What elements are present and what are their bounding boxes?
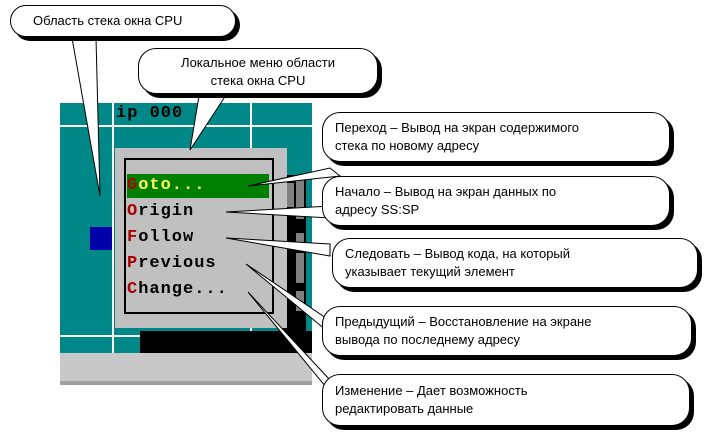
ip-register-readout: ip 000: [116, 104, 184, 123]
menu-frame: [124, 158, 274, 314]
menu-item-hotkey: G: [127, 176, 139, 195]
menu-item-change[interactable]: Change...: [127, 278, 267, 302]
menu-item-origin[interactable]: Origin: [127, 200, 267, 224]
menu-item-previous[interactable]: Previous: [127, 252, 267, 276]
grid-line: [112, 103, 114, 385]
dump-cell: [296, 179, 304, 219]
menu-item-hotkey: P: [127, 254, 139, 273]
dump-cell: [296, 233, 304, 247]
window-shadow: [140, 331, 312, 353]
window-bottom-shadow: [60, 381, 312, 385]
dump-cell: [284, 183, 294, 207]
menu-item-label: oto...: [138, 176, 206, 195]
callout-text-line2: указывает текущий элемент: [345, 264, 515, 279]
callout-text-line1: Следовать – Вывод кода, на который: [345, 246, 571, 261]
stack-cursor: [90, 227, 112, 250]
callout-text: Область стека окна CPU: [33, 13, 183, 28]
callout-goto: Переход – Вывод на экран содержимого сте…: [322, 112, 670, 162]
callout-text-line1: Переход – Вывод на экран содержимого: [335, 120, 580, 135]
callout-previous: Предыдущий – Восстановление на экране вы…: [322, 306, 692, 356]
callout-stack-area: Область стека окна CPU: [10, 5, 236, 37]
stack-local-menu: Goto... Origin Follow Previous Change...: [115, 148, 287, 328]
menu-item-label: rigin: [138, 202, 195, 221]
callout-text-line2: стека по новому адресу: [335, 138, 480, 153]
dump-cell: [296, 253, 304, 283]
menu-item-follow[interactable]: Follow: [127, 226, 267, 250]
callout-text-line2: вывода по последнему адресу: [335, 332, 521, 347]
callout-text-line1: Локальное меню области: [181, 55, 335, 70]
callout-text-line2: адресу SS:SP: [335, 202, 420, 217]
callout-origin: Начало – Вывод на экран данных по адресу…: [322, 176, 670, 226]
callout-text-line2: редактировать данные: [335, 401, 474, 416]
menu-item-label: hange...: [138, 280, 228, 299]
dump-cell: [296, 291, 304, 311]
callout-text-line1: Предыдущий – Восстановление на экране: [335, 314, 592, 329]
callout-text-line2: стека окна CPU: [210, 73, 306, 88]
callout-text-line1: Изменение – Дает возможность: [335, 383, 528, 398]
menu-item-goto[interactable]: Goto...: [127, 174, 269, 198]
callout-follow: Следовать – Вывод кода, на который указы…: [332, 238, 698, 288]
menu-item-hotkey: C: [127, 280, 139, 299]
callout-text-line1: Начало – Вывод на экран данных по: [335, 184, 557, 199]
grid-line: [60, 125, 312, 127]
callout-local-menu: Локальное меню области стека окна CPU: [138, 48, 378, 94]
menu-item-label: ollow: [138, 228, 195, 247]
menu-item-hotkey: F: [127, 228, 139, 247]
menu-item-hotkey: O: [127, 202, 139, 221]
menu-item-label: revious: [138, 254, 217, 273]
callout-change: Изменение – Дает возможность редактирова…: [322, 374, 690, 426]
